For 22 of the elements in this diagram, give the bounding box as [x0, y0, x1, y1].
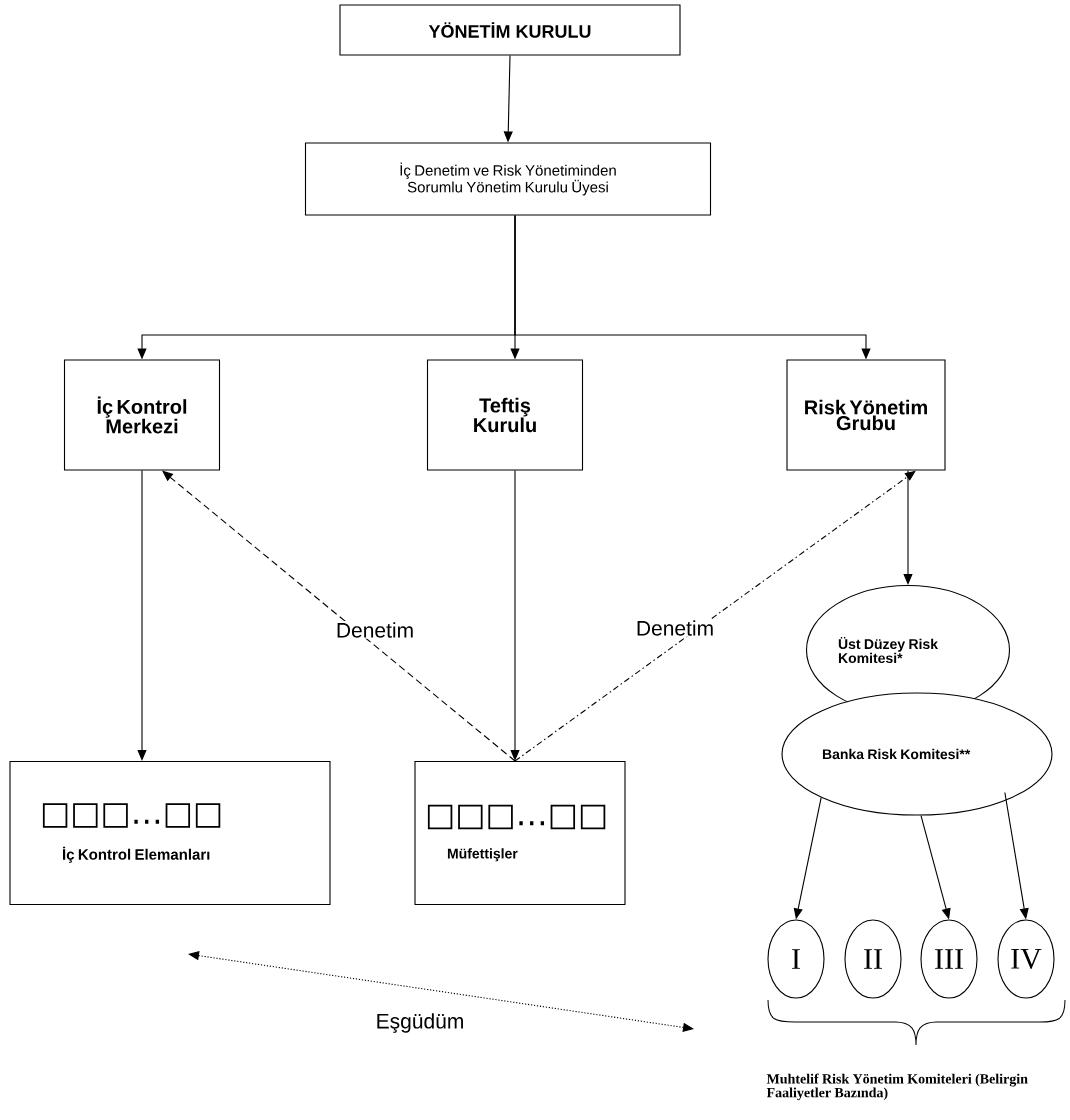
member-box: İç Denetim ve Risk Yönetiminden Sorumlu Yönetim Kurulu Üyesi	[304, 142, 712, 216]
arrow	[903, 470, 913, 585]
arrow	[137, 470, 147, 761]
arrow	[162, 470, 516, 762]
edge-label: Denetim	[334, 621, 416, 639]
unit-box: Risk Yönetim Grubu	[786, 359, 946, 471]
staff-box: □□□…□□ İç Kontrol Elemanları	[9, 760, 331, 906]
committee-oval: Banka Risk Komitesi**	[781, 692, 1053, 816]
edge-label: Denetim	[634, 619, 716, 637]
committee-oval: II	[844, 919, 902, 999]
board-box: YÖNETİM KURULU	[339, 4, 681, 56]
unit-box: Teftiş Kurulu	[426, 359, 584, 471]
arrow	[510, 470, 520, 761]
arrow	[188, 951, 694, 1032]
brace-label: Muhtelif Risk Yönetim Komiteleri (Belirgin Faaliyetler Bazında)	[766, 1073, 1028, 1101]
committee-oval: IV	[997, 919, 1055, 999]
unit-box: İç Kontrol Merkezi	[63, 359, 221, 471]
arrow	[514, 470, 916, 762]
committee-oval: I	[767, 919, 825, 999]
edge-label: Eşgüdüm	[374, 1012, 466, 1034]
committee-oval: III	[920, 919, 978, 999]
staff-box: □□□…□□ Müfettişler	[414, 760, 626, 906]
